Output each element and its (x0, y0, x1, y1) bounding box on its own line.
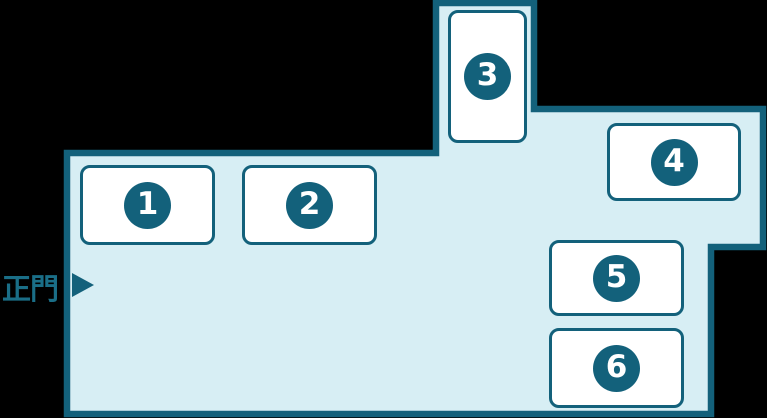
building-marker-4: 4 (607, 123, 741, 201)
building-marker-2: 2 (242, 165, 377, 245)
building-number: 3 (476, 57, 499, 93)
building-number-badge: 4 (650, 138, 698, 186)
building-number-badge: 6 (593, 344, 640, 392)
building-number: 2 (298, 185, 321, 222)
building-number: 4 (663, 142, 685, 179)
gate-direction-arrow-icon (72, 273, 94, 297)
building-marker-5: 5 (549, 240, 684, 316)
building-number: 5 (605, 258, 628, 295)
building-marker-1: 1 (80, 165, 215, 245)
building-number-badge: 1 (124, 181, 171, 229)
building-number-badge: 2 (286, 181, 333, 229)
building-number: 6 (605, 348, 628, 385)
building-number-badge: 5 (593, 254, 640, 302)
building-number-badge: 3 (464, 53, 511, 100)
building-marker-3: 3 (448, 10, 527, 143)
building-number: 1 (136, 185, 159, 222)
main-gate-label: 正門 (2, 272, 59, 306)
building-marker-6: 6 (549, 328, 684, 408)
